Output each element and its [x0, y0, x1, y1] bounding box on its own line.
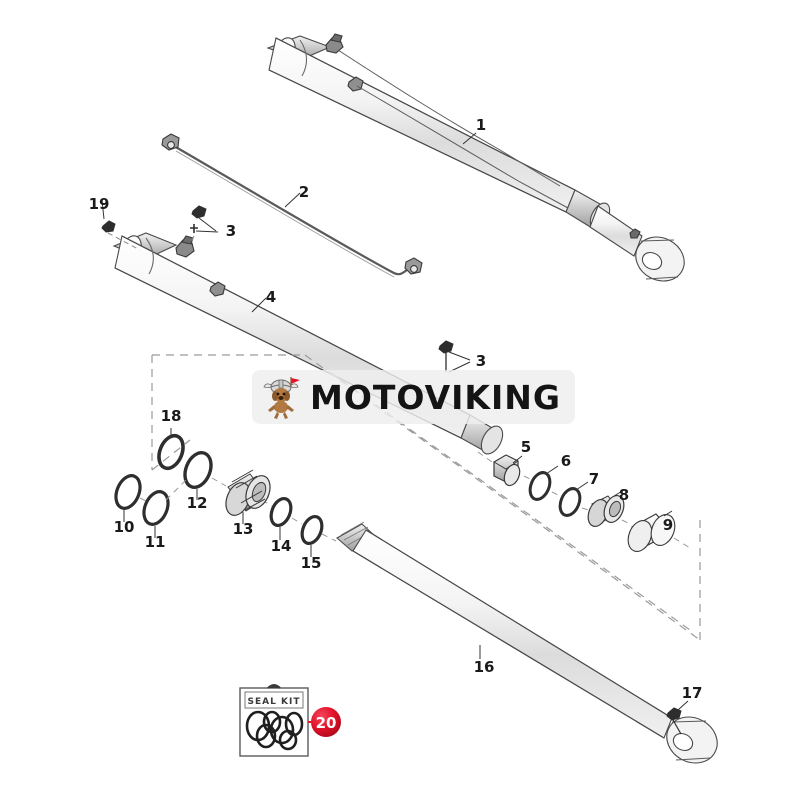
- callout-15: 15: [301, 554, 322, 572]
- leader-2: [284, 192, 301, 208]
- callout-18: 18: [161, 407, 182, 425]
- callout-6: 6: [561, 452, 571, 470]
- part-1-cylinder-assembly: [266, 33, 685, 282]
- seal-kit-box: SEAL KIT: [239, 684, 314, 757]
- seal-kit-badge[interactable]: 20: [311, 707, 341, 737]
- callout-9: 9: [663, 516, 673, 534]
- callout-2: 2: [299, 183, 309, 201]
- callout-7: 7: [589, 470, 599, 488]
- callout-3-lower: 3: [476, 352, 486, 370]
- part-6-backup-ring: [528, 465, 559, 501]
- part-14-seal-ring: [269, 496, 293, 540]
- part-13-piston: [225, 469, 271, 524]
- callout-8: 8: [619, 486, 629, 504]
- part-11-o-ring: [142, 490, 170, 538]
- callout-12: 12: [187, 494, 208, 512]
- part-3-grease-fitting-upper: [185, 205, 219, 253]
- callout-1: 1: [476, 116, 486, 134]
- part-7-backup-ring: [558, 481, 589, 517]
- exploded-gland-group: [477, 451, 691, 552]
- exploded-seal-train: [114, 428, 337, 557]
- part-18-o-ring: [157, 428, 185, 471]
- callout-19: 19: [89, 195, 110, 213]
- leader-4: [251, 297, 267, 313]
- callout-3-upper: 3: [226, 222, 236, 240]
- seal-kit-label: SEAL KIT: [248, 697, 301, 707]
- callout-17: 17: [682, 684, 703, 702]
- seal-kit-badge-number: 20: [316, 714, 337, 732]
- part-16-piston-rod: [336, 521, 718, 764]
- callout-10: 10: [114, 518, 135, 536]
- callout-4: 4: [266, 288, 276, 306]
- callout-13: 13: [233, 520, 254, 538]
- leader-1: [462, 132, 477, 145]
- callout-11: 11: [145, 533, 166, 551]
- callout-14: 14: [271, 537, 292, 555]
- part-2-hydraulic-tube: [161, 133, 423, 278]
- callout-16: 16: [474, 658, 495, 676]
- part-5-gland-nut: [493, 454, 523, 487]
- part-19-plug: [101, 199, 141, 251]
- part-17-grease-fitting: [666, 700, 689, 735]
- callout-5: 5: [521, 438, 531, 456]
- part-12-o-ring: [183, 451, 213, 500]
- part-3-grease-fitting-lower: [438, 340, 471, 373]
- callout-labels: 1 2 3 3 4 5 6 7 8 9 10 11 12 13 14 15 16…: [89, 116, 703, 702]
- part-10-o-ring: [114, 474, 142, 522]
- part-15-seal-ring: [300, 514, 324, 557]
- part-8-bushing-assembly: [587, 489, 625, 528]
- part-9-sleeve: [627, 510, 676, 552]
